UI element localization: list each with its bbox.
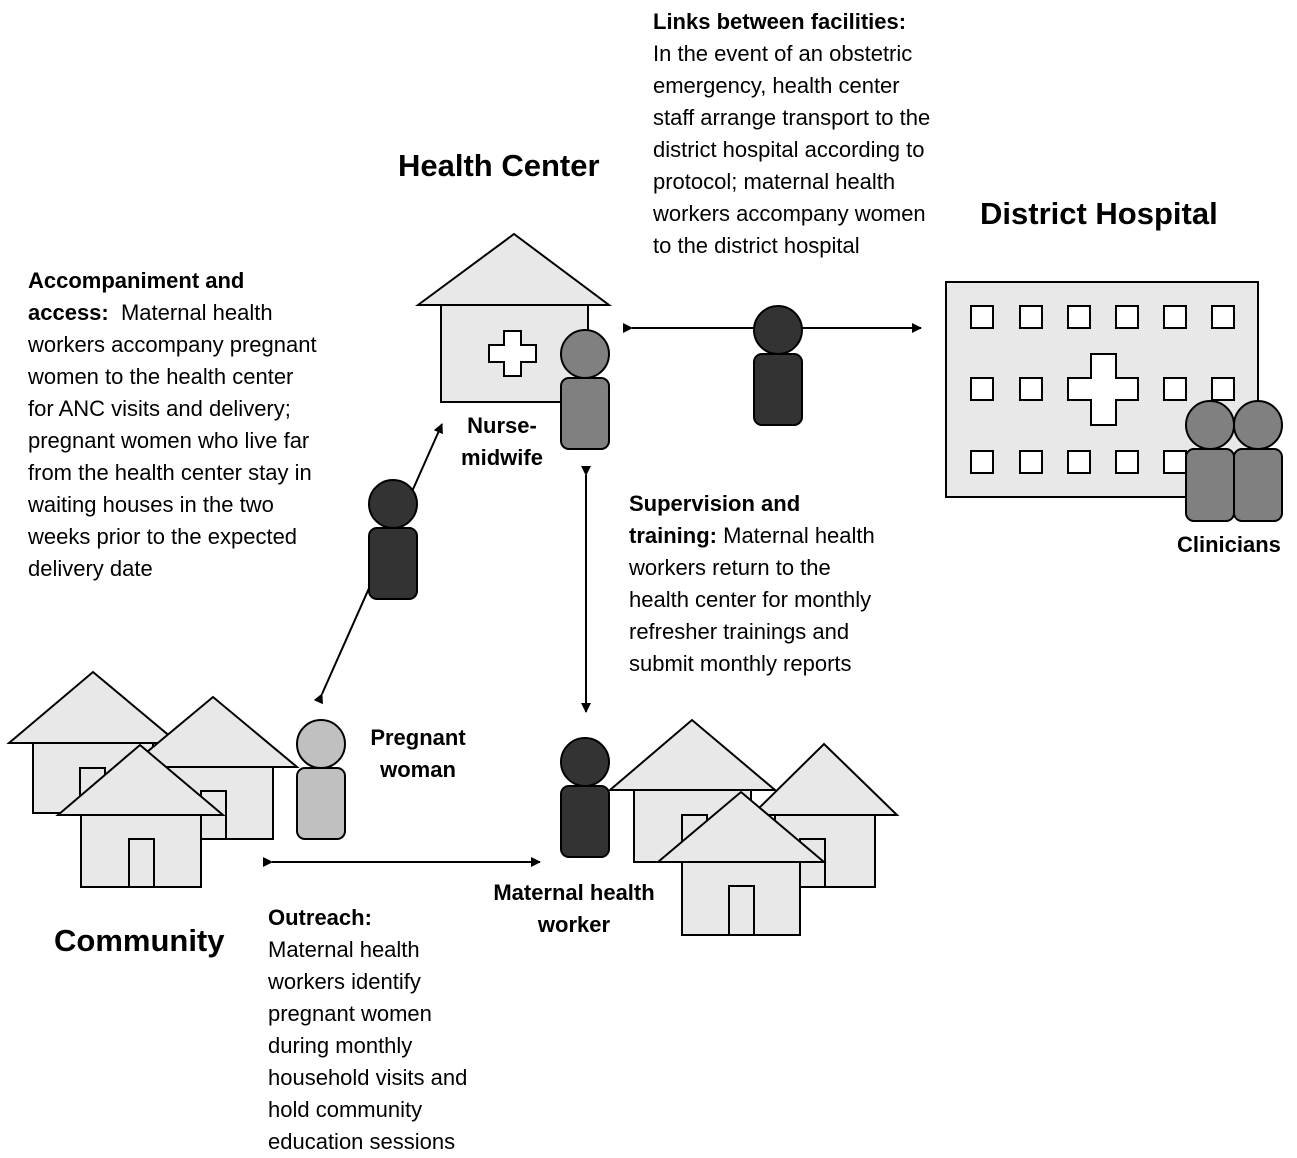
cross-icon: [1067, 353, 1139, 426]
outreach-line: education sessions: [268, 1129, 456, 1154]
outreach-line: workers identify: [268, 969, 421, 994]
links-line: protocol; maternal health: [653, 169, 896, 194]
clinicians-label: Clinicians: [1177, 532, 1281, 557]
accompaniment-line: waiting houses in the two: [28, 492, 274, 517]
outreach-line: pregnant women: [268, 1001, 432, 1026]
links-line: staff arrange transport to the: [653, 105, 931, 130]
pregnant-woman-label-line: woman: [380, 757, 456, 782]
links-line: workers accompany women: [653, 201, 926, 226]
accompaniment-line: workers accompany pregnant: [28, 332, 317, 357]
accompaniment-line: Maternal health: [108, 300, 273, 325]
pregnant-woman-person-icon: [296, 719, 346, 840]
nurse-midwife-person-icon: [560, 329, 610, 450]
outreach-text-block: Outreach: Maternal health workers identi…: [268, 902, 467, 1158]
nurse-midwife-label-line: Nurse-: [467, 413, 537, 438]
outreach-line: Maternal health: [268, 937, 420, 962]
links-line: In the event of an obstetric: [653, 41, 913, 66]
accompanying-worker-person-icon: [368, 479, 418, 600]
outreach-heading: Outreach:: [268, 905, 372, 930]
pregnant-woman-label: Pregnant woman: [360, 722, 476, 786]
district-hospital-building: [945, 281, 1259, 498]
community-houses-left: [6, 670, 300, 888]
accompaniment-line: weeks prior to the expected: [28, 524, 298, 549]
accompaniment-line: women to the health center: [28, 364, 294, 389]
clinician-person-icon: [1233, 400, 1283, 522]
links-line: emergency, health center: [653, 73, 900, 98]
accompaniment-line: from the health center stay in: [28, 460, 312, 485]
maternal-health-worker-person-icon: [560, 737, 610, 858]
supervision-line: workers return to the: [629, 555, 831, 580]
supervision-text-block: Supervision and training: Maternal healt…: [629, 488, 875, 680]
district-hospital-title: District Hospital: [980, 196, 1218, 231]
maternal-health-worker-label-line: Maternal health: [493, 880, 655, 905]
outreach-line: household visits and: [268, 1065, 468, 1090]
links-heading: Links between facilities:: [653, 9, 907, 34]
outreach-line: hold community: [268, 1097, 423, 1122]
maternal-health-worker-label-line: worker: [537, 912, 611, 937]
supervision-heading: training:: [629, 523, 717, 548]
accompaniment-line: delivery date: [28, 556, 153, 581]
clinician-person-icon: [1185, 400, 1235, 522]
supervision-line: refresher trainings and: [629, 619, 850, 644]
accompaniment-text-block: Accompaniment and access: Maternal healt…: [28, 265, 317, 585]
transport-worker-person-icon: [753, 305, 803, 426]
accompaniment-line: pregnant women who live far: [28, 428, 310, 453]
community-houses-right: [607, 718, 900, 936]
links-text-block: Links between facilities: In the event o…: [653, 6, 930, 262]
accompaniment-heading: access:: [28, 300, 109, 325]
accompaniment-line: for ANC visits and delivery;: [28, 396, 291, 421]
links-line: district hospital according to: [653, 137, 925, 162]
supervision-line: Maternal health: [717, 523, 875, 548]
outreach-line: during monthly: [268, 1033, 413, 1058]
supervision-line: health center for monthly: [629, 587, 872, 612]
people: [296, 305, 1283, 858]
health-center-title: Health Center: [398, 148, 600, 183]
links-line: to the district hospital: [653, 233, 860, 258]
supervision-line: submit monthly reports: [629, 651, 852, 676]
accompaniment-heading: Accompaniment and: [28, 268, 245, 293]
cross-icon: [488, 330, 537, 377]
community-title: Community: [54, 923, 225, 958]
nurse-midwife-label: Nurse- midwife: [450, 410, 554, 474]
nurse-midwife-label-line: midwife: [461, 445, 543, 470]
pregnant-woman-label-line: Pregnant: [370, 725, 466, 750]
maternal-health-worker-label: Maternal health worker: [485, 877, 663, 941]
supervision-heading: Supervision and: [629, 491, 801, 516]
